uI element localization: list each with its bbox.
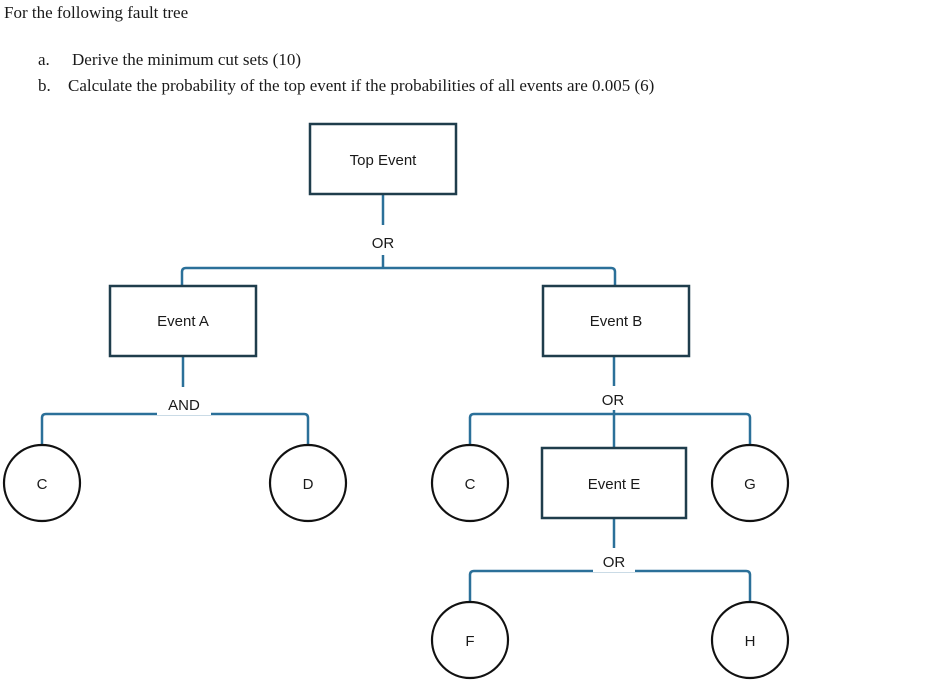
gate-labels: OR AND OR OR [157, 231, 635, 572]
question-item-a: a. Derive the minimum cut sets (10) [38, 50, 301, 70]
gate-top-label-bg [362, 231, 404, 253]
question-item-a-text: Derive the minimum cut sets (10) [72, 50, 301, 69]
node-event-e-box[interactable] [540, 446, 688, 520]
gate-e-label-bg [593, 550, 635, 572]
question-item-a-marker: a. [38, 50, 50, 69]
question-item-b-text: Calculate the probability of the top eve… [68, 76, 655, 95]
node-basic-f1-label: F [465, 633, 474, 650]
node-top-event[interactable]: Top Event [308, 122, 458, 196]
connector-bus-a [40, 412, 310, 446]
node-basic-g1-label: G [744, 476, 756, 493]
node-basic-c1-circle[interactable] [2, 443, 82, 523]
gate-b-label-bg [592, 388, 634, 410]
node-basic-c2[interactable]: C [430, 443, 510, 523]
node-event-a-label: Event A [157, 313, 209, 330]
basic-event-circles: C D C G F H [2, 443, 790, 680]
node-basic-d1[interactable]: D [268, 443, 348, 523]
node-basic-h1-label: H [745, 633, 756, 650]
connector-bus-e [468, 569, 752, 603]
gate-top-label: OR [372, 235, 395, 252]
node-basic-f1-circle[interactable] [430, 600, 510, 680]
node-basic-h1[interactable]: H [710, 600, 790, 680]
node-basic-c1[interactable]: C [2, 443, 82, 523]
node-basic-c2-label: C [465, 476, 476, 493]
gate-e-label: OR [603, 554, 626, 571]
node-basic-h1-circle[interactable] [710, 600, 790, 680]
node-event-a-box[interactable] [108, 284, 258, 358]
event-boxes: Top Event Event A Event B Event E [108, 122, 691, 520]
connector-bus-top [180, 266, 617, 286]
connector-bus-b [468, 412, 752, 446]
connector-lines [40, 194, 752, 603]
gate-a-label: AND [168, 397, 200, 414]
question-item-b: b. Calculate the probability of the top e… [38, 76, 654, 96]
node-event-e-label: Event E [588, 476, 641, 493]
node-basic-c2-circle[interactable] [430, 443, 510, 523]
node-event-b[interactable]: Event B [541, 284, 691, 358]
node-basic-g1-circle[interactable] [710, 443, 790, 523]
node-event-b-box[interactable] [541, 284, 691, 358]
node-basic-c1-label: C [37, 476, 48, 493]
node-event-b-label: Event B [590, 313, 643, 330]
node-basic-d1-label: D [303, 476, 314, 493]
node-event-e[interactable]: Event E [540, 446, 688, 520]
question-item-b-marker: b. [38, 76, 51, 95]
node-top-event-box[interactable] [308, 122, 458, 196]
node-event-a[interactable]: Event A [108, 284, 258, 358]
node-top-event-label: Top Event [350, 152, 418, 169]
gate-a-label-bg [157, 393, 211, 415]
node-basic-d1-circle[interactable] [268, 443, 348, 523]
question-intro: For the following fault tree [4, 3, 189, 22]
node-basic-g1[interactable]: G [710, 443, 790, 523]
gate-b-label: OR [602, 392, 625, 409]
node-basic-f1[interactable]: F [430, 600, 510, 680]
